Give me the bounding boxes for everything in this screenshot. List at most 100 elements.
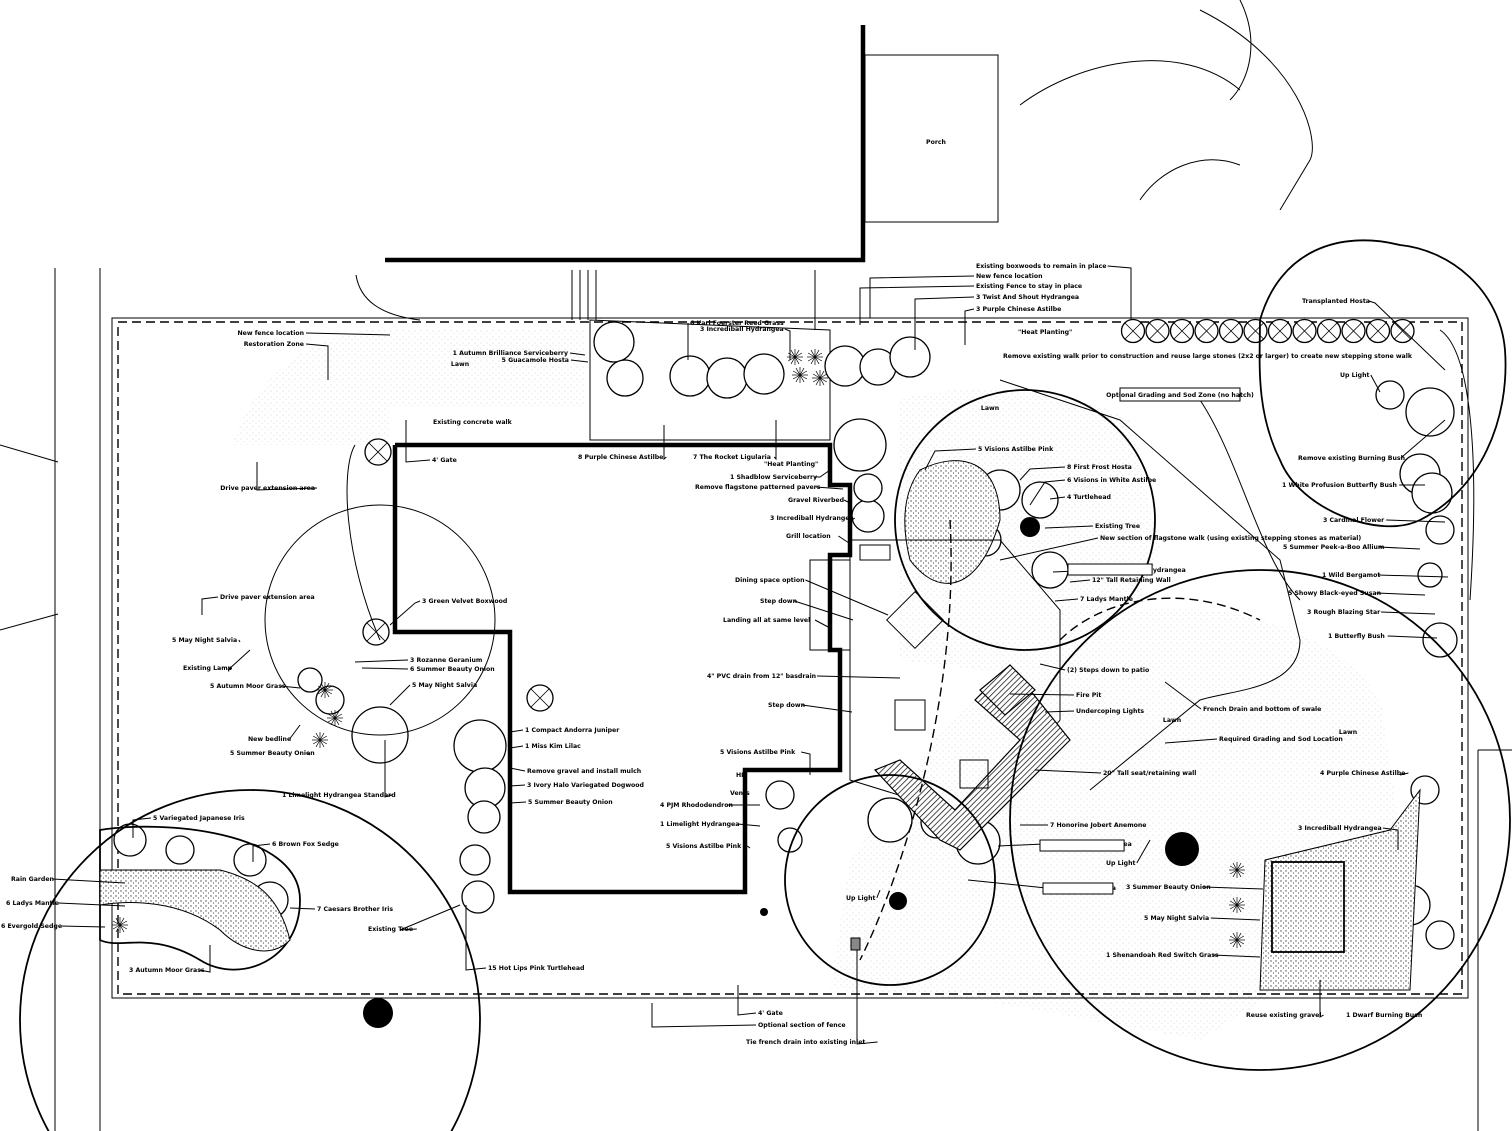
callout-label: Up Light — [1106, 860, 1136, 867]
leader-line — [256, 462, 318, 491]
leader-line — [399, 904, 461, 931]
callout: Existing Tree — [1044, 523, 1140, 530]
callout: 5 Autumn Moor Grass — [210, 683, 301, 690]
shrub — [297, 667, 323, 693]
callout-label: Dining space option — [735, 577, 805, 584]
callout-label: (2) Steps down to patio — [1067, 667, 1149, 674]
callout-label: Landing all at same level — [723, 617, 810, 624]
tag-box — [1042, 882, 1114, 895]
callout: 1 Shadblow Serviceberry — [730, 469, 831, 481]
callout-label: 5 Autumn Moor Grass — [210, 683, 286, 690]
callout: 1 Compact Andorra Juniper — [509, 727, 620, 734]
callout-label: Grill location — [786, 533, 831, 540]
callout: Up Light — [1106, 839, 1151, 867]
callout-label: Remove gravel and install mulch — [527, 768, 641, 775]
leader-line — [227, 649, 251, 671]
driveway — [1019, 0, 1313, 211]
shrub — [1375, 380, 1405, 410]
shrub — [889, 336, 931, 378]
callout-label: Transplanted Hosta — [1302, 298, 1370, 305]
callout-label: 4" PVC drain from 12" basdrain — [707, 673, 816, 680]
lawn-label: Lawn — [451, 361, 469, 368]
callout-label: 1 Shenandoah Red Switch Grass — [1106, 952, 1219, 959]
leader-line — [1039, 663, 1066, 671]
leader-line — [289, 907, 316, 910]
leader-line — [509, 729, 524, 733]
callout-label: 3 Incrediball Hydrangea — [770, 515, 854, 522]
leader-line — [663, 425, 667, 461]
callout: Remove gravel and install mulch — [509, 767, 641, 775]
callout: 6 Visions in White Astilbe — [1029, 477, 1156, 506]
callout: 3 Rough Blazing Star — [1307, 609, 1436, 616]
callout-label: 4' Gate — [758, 1010, 783, 1017]
ornamental-grass — [1229, 897, 1245, 913]
boxwood-shrub — [1341, 318, 1366, 344]
callout: 7 Ladys Mantle — [1054, 596, 1133, 603]
callout-label: New bedline — [248, 736, 291, 743]
shrub — [1021, 481, 1059, 519]
callout-label: Existing boxwoods to remain in place — [976, 263, 1106, 270]
leader-line — [305, 332, 391, 336]
leader-line — [815, 486, 844, 490]
callout-label: Existing Tree — [368, 926, 413, 933]
callout: 1 Limelight Hydrangea Standard — [282, 740, 396, 799]
leader-line — [1212, 954, 1261, 958]
leader-line — [1164, 738, 1218, 744]
callout: French Drain and bottom of swale — [1164, 681, 1321, 713]
callout: New fence location — [869, 273, 1043, 318]
callout-label: 8 First Frost Hosta — [1067, 464, 1132, 471]
leader-line — [1400, 419, 1446, 459]
leader-line — [1399, 772, 1409, 776]
callout-label: 5 May Night Salvia — [1144, 915, 1209, 922]
leader-line — [802, 704, 853, 713]
callout-label: 5 Visions Astilbe Pink — [978, 446, 1054, 453]
callout-label: Up Light — [846, 895, 876, 902]
callout-label: 1 Butterfly Bush — [1328, 633, 1385, 640]
callout: Transplanted Hosta — [1302, 298, 1446, 371]
leader-line — [814, 619, 831, 629]
callout-label: Vents — [730, 790, 750, 797]
shrub — [765, 780, 795, 810]
callout: 1 White Profusion Butterfly Bush — [1282, 482, 1425, 489]
callout-label: 1 Limelight Hydrangea — [660, 821, 739, 828]
callout-label: 3 Cardinal Flower — [1323, 517, 1385, 524]
leader-line — [851, 517, 856, 521]
callout-label: 5 Visions Astilbe Pink — [720, 749, 796, 756]
leader-line — [746, 845, 751, 849]
leader-line — [1069, 579, 1091, 583]
leader-line — [509, 767, 526, 772]
callout-label: French Drain and bottom of swale — [1203, 706, 1321, 713]
callout: 3 Autumn Moor Grass — [129, 945, 211, 974]
callout-label: 4 Purple Chinese Astilbe — [1320, 770, 1405, 777]
boxwood-shrub — [1390, 318, 1415, 344]
callout: Up Light — [846, 889, 881, 902]
ornamental-grass — [317, 682, 333, 698]
callout: Existing Fence to stay in place — [859, 283, 1082, 325]
callout: 20" Tall seat/retaining wall — [1034, 769, 1196, 777]
leader-line — [289, 724, 301, 740]
leader-line — [1049, 496, 1066, 500]
leader-line — [856, 950, 878, 1045]
leader-line — [252, 843, 271, 862]
leader-line — [651, 1003, 757, 1028]
ornamental-grass — [787, 349, 803, 365]
callout: 4 Turtlehead — [1049, 494, 1111, 501]
leader-line — [1203, 886, 1264, 890]
leader-line — [859, 285, 975, 325]
leader-line — [384, 740, 393, 798]
callout-label: 3 Incrediball Hydrangea — [700, 326, 784, 333]
callout: 5 Summer Beauty Onion — [230, 750, 315, 757]
shrub — [1422, 622, 1458, 658]
leader-line — [1378, 546, 1421, 550]
leader-line — [838, 535, 853, 546]
tag-box — [1067, 563, 1153, 576]
callout-label: 5 May Night Salvia — [412, 682, 477, 689]
callout: Drive paver extension area — [220, 462, 318, 492]
callout: (2) Steps down to patio — [1039, 663, 1149, 674]
callout: 7 Caesars Brother Iris — [289, 906, 393, 913]
shrub — [1425, 515, 1455, 545]
leader-line — [801, 751, 811, 775]
leader-line — [1380, 611, 1436, 615]
leader-line — [1029, 479, 1066, 506]
shrub — [453, 719, 507, 773]
